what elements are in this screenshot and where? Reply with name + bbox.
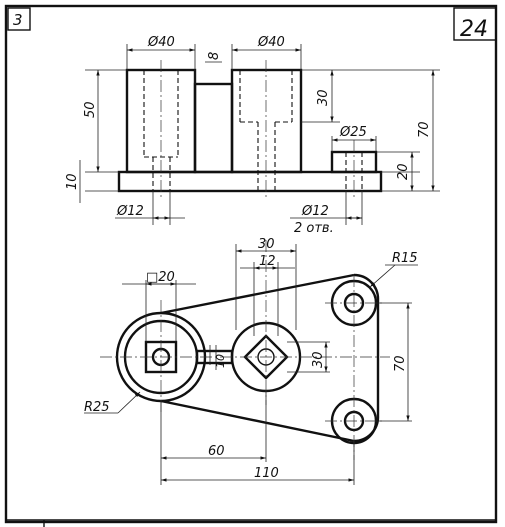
holes-count-note: 2 отв. [294, 221, 334, 236]
dim-width-12: 12 [259, 254, 276, 269]
dim-radius-15: R15 [392, 251, 418, 266]
dim-web-thickness: 8 [207, 52, 222, 60]
web-rib [193, 82, 234, 174]
dim-square-30: 30 [311, 351, 326, 368]
task-number: 24 [460, 17, 488, 42]
dim-overall-height: 70 [417, 121, 432, 138]
variant-box: 3 [7, 7, 31, 31]
dim-web-10: 10 [214, 354, 227, 368]
front-view: Ø40 Ø40 8 50 30 70 10 20 Ø25 Ø12 Ø12 2 о… [65, 35, 440, 236]
sheet-frame [4, 4, 498, 527]
dim-right-boss-diameter: Ø40 [257, 35, 285, 50]
dim-left-hole-diameter: Ø12 [116, 204, 144, 219]
dim-left-boss-diameter: Ø40 [147, 35, 175, 50]
dim-distance-110: 110 [254, 466, 279, 481]
dim-right-hole-diameter: Ø12 [301, 204, 329, 219]
dim-radius-25: R25 [84, 400, 110, 415]
dim-distance-60: 60 [208, 444, 225, 459]
dim-base-thickness: 10 [65, 173, 80, 190]
dim-right-step-height: 30 [316, 89, 331, 106]
dim-small-boss-height: 20 [396, 163, 411, 180]
right-boss [230, 68, 303, 174]
base-plate [117, 170, 383, 193]
top-view: □20 30 12 R15 R25 10 30 70 60 110 [84, 237, 418, 485]
dim-distance-70: 70 [393, 355, 408, 372]
dim-width-30: 30 [258, 237, 275, 252]
dim-square-size: □20 [146, 270, 175, 285]
dim-small-boss-diameter: Ø25 [339, 125, 367, 140]
diamond-hole [243, 334, 289, 380]
variant-number: 3 [13, 11, 23, 29]
task-number-box: 24 [453, 7, 497, 42]
dim-left-height: 50 [83, 101, 98, 118]
